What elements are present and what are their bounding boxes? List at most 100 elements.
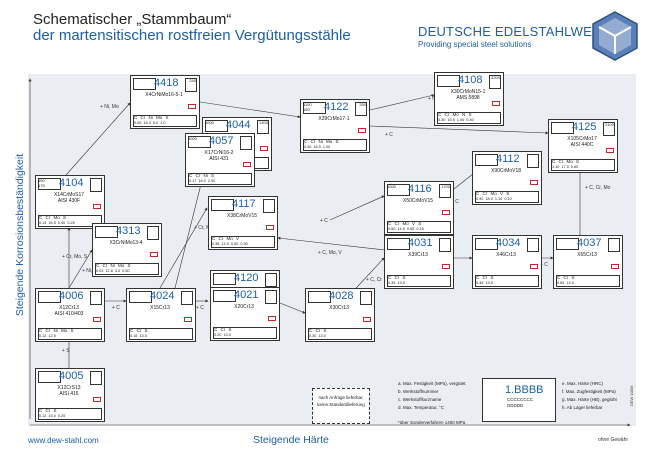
- grade-card-number: 4005: [59, 370, 84, 382]
- grade-card-composition-box: [213, 327, 277, 339]
- grade-card-composition-box: [188, 173, 252, 185]
- grade-card-values: 0.50 14.5 0.65 0.15: [388, 227, 424, 231]
- availability-note: nach Anfrage lieferbar, keine Standardli…: [312, 388, 370, 424]
- grade-card-values: 0.30 15.5 1.00 0.40: [438, 118, 474, 122]
- grade-card-temperature: 150: [303, 107, 310, 112]
- edge-label: + C: [385, 132, 393, 138]
- stock-marker-icon: [442, 210, 450, 215]
- grade-card-hardness: 1700: [441, 184, 450, 189]
- grade-card-aisi: AISI 416: [59, 391, 79, 397]
- grade-card-strength-box: [133, 78, 156, 90]
- legend-item: d. Max. Temperatur, °C: [398, 405, 444, 410]
- edge-label: + C, Cr: [366, 277, 382, 283]
- grade-card-composition-box: [133, 115, 197, 127]
- grade-card-number: 4028: [329, 290, 354, 302]
- grade-card-composition-box: [437, 112, 501, 124]
- grade-card-values: 0.65 13.0: [557, 281, 574, 285]
- grade-card-elements: C Cr S: [476, 275, 494, 280]
- grade-card-aisi: AISI 431: [209, 156, 229, 162]
- legend-right: e. Max. Härte (HRC) f. Max. Zugfestigkei…: [562, 380, 617, 412]
- grade-card-composition-box: [303, 139, 367, 151]
- disclaimer: ohne Gewähr: [598, 437, 629, 443]
- grade-card-number: 4108: [458, 74, 483, 86]
- stock-marker-icon: [93, 317, 101, 322]
- grade-card-hardness-box: [240, 136, 252, 150]
- edges: [65, 94, 582, 368]
- grade-card-temperature: 175: [38, 183, 45, 188]
- grade-card-values: 0.90 18.0 1.10 0.10: [476, 197, 512, 201]
- stock-marker-icon: [611, 264, 619, 269]
- edge-label: + C: [451, 199, 459, 205]
- edge-label: + N: [428, 96, 436, 102]
- grade-card-name: X90CrMoV18: [490, 168, 521, 174]
- grade-card-values: 0.46 13.5: [476, 281, 493, 285]
- grade-card-name: X50CrMoV15: [402, 198, 433, 204]
- grade-card-strength-box: [129, 291, 152, 303]
- grade-card-elements: C Cr S: [39, 408, 57, 413]
- stock-marker-icon: [260, 146, 268, 151]
- grade-card-name: X46Cr13: [496, 252, 516, 258]
- grade-card-name: X15Cr13: [150, 305, 170, 311]
- grade-card-elements: C Cr Ni S: [189, 173, 214, 178]
- grade-card-name: X30Cr13: [329, 305, 349, 311]
- stock-marker-icon: [184, 317, 192, 322]
- grade-card-strength-box: [213, 290, 236, 302]
- stock-marker-icon: [268, 316, 276, 321]
- legend-left: a. Max. Festigkeit (MPa), vergütet b. We…: [398, 380, 466, 412]
- grade-card-values: 0.30 13.0: [309, 334, 326, 338]
- stock-marker-icon: [492, 101, 500, 106]
- legend-item: h. Ab Lager lieferbar: [562, 405, 603, 410]
- grade-card-name: X12Cr13: [59, 305, 79, 311]
- grade-card-name: X105CrMo17: [567, 136, 597, 142]
- grade-card-number: 4112: [496, 153, 520, 165]
- grade-card-aisi: AISI 410/403: [54, 311, 84, 317]
- website-link[interactable]: www.dew-stahl.com: [28, 436, 99, 445]
- grade-card-number: 4024: [150, 290, 175, 302]
- grade-card-hardness-box: [489, 75, 501, 89]
- grade-card-strength-box: [387, 238, 410, 250]
- grade-card-values: 1.10 17.0 0.60: [552, 165, 579, 169]
- grade-card-values: 0.39 13.5: [388, 281, 405, 285]
- grade-card-values: 0.38 14.5 0.50 0.30: [212, 242, 248, 246]
- grade-card-number: 4116: [408, 183, 432, 195]
- grade-card-name: X39Cr13: [408, 252, 428, 258]
- stock-marker-icon: [606, 148, 614, 153]
- grade-card-strength-box: [475, 154, 498, 166]
- grade-card-composition-box: [556, 275, 620, 287]
- grade-card-name: X17CrNi16-2: [204, 150, 234, 156]
- grade-card-strength-box: [38, 291, 61, 303]
- stock-marker-icon: [93, 204, 101, 209]
- grade-card-number: 4057: [209, 135, 234, 147]
- grade-card-composition-box: [387, 275, 451, 287]
- grade-card-values: 0.14 16.5 0.40 0.25: [39, 221, 75, 225]
- grade-card-number: 4044: [226, 119, 251, 131]
- grade-card-composition-box: [38, 328, 102, 340]
- grade-card-number: 4031: [408, 237, 433, 249]
- grade-card-values: 0.05 16.0 5.0 1.0: [134, 121, 166, 125]
- grade-card-hardness: 2200: [491, 75, 500, 80]
- grade-card-hardness-box: [147, 226, 159, 240]
- sample-name: CCCCCCCC: [507, 397, 533, 402]
- grade-card-hardness: 250: [359, 102, 366, 107]
- grade-card-number: 4021: [234, 289, 259, 301]
- grade-card-strength-box: [551, 122, 574, 134]
- grade-card-elements: C Cr S: [214, 327, 232, 332]
- edge-label: + C: [196, 305, 204, 311]
- grade-card-hardness-box: [90, 371, 102, 385]
- grade-card-elements: C Cr Ni Mo S: [39, 328, 74, 333]
- grade-card-name: X38CrMoV15: [226, 213, 257, 219]
- grade-card-name: X12CrS13: [57, 385, 81, 391]
- grade-card-elements: C Cr Mo V S: [476, 191, 510, 196]
- grade-card-composition-box: [38, 408, 102, 420]
- grade-card-number: 4125: [572, 121, 597, 133]
- grade-card-elements: C Cr S: [388, 275, 406, 280]
- legend-sample-card: 1.BBBB CCCCCCCC DDDDD: [482, 378, 556, 422]
